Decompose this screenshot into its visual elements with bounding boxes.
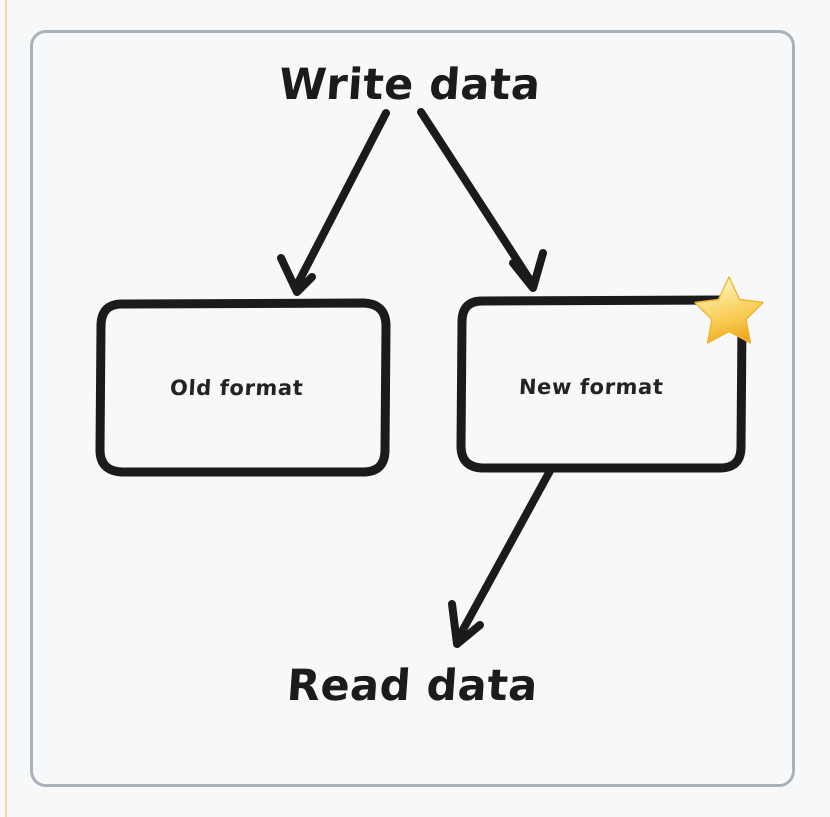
write-data-title: Write data [277, 60, 543, 110]
left-accent-line [5, 0, 7, 817]
diagram-frame-border [30, 30, 795, 787]
star-icon [694, 276, 764, 344]
arrow-new-format-to-read [448, 465, 555, 648]
arrow-write-to-new-format [417, 108, 547, 292]
old-format-label: Old format [169, 376, 305, 400]
arrow-write-to-old-format [277, 109, 390, 296]
old-format-node[interactable] [95, 298, 391, 477]
read-data-title: Read data [285, 661, 540, 711]
new-format-label: New format [518, 375, 665, 399]
